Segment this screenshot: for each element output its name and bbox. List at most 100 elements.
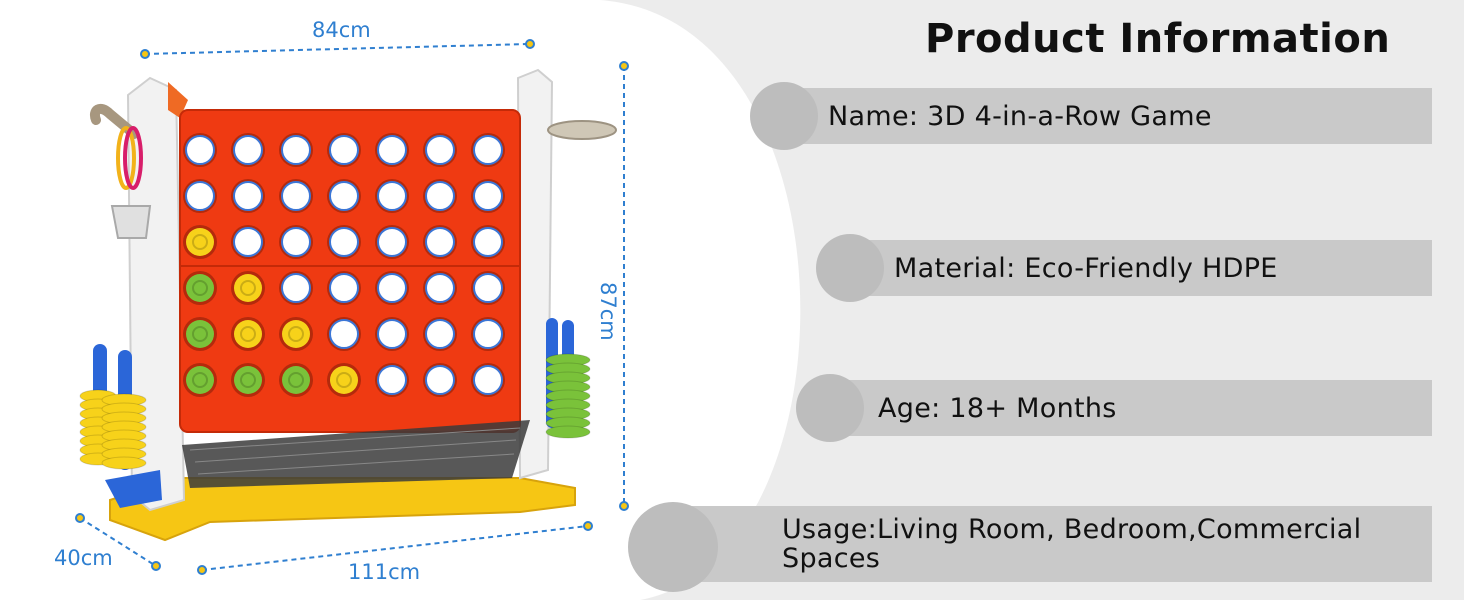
cup-holder	[547, 120, 617, 140]
board-hole	[377, 319, 407, 349]
board-hole	[329, 227, 359, 257]
dimension-endpoint	[197, 565, 207, 575]
board-hole	[473, 319, 503, 349]
board-holes	[183, 133, 505, 397]
dimension-endpoints	[75, 39, 629, 575]
game-token-inner-ring	[192, 280, 208, 296]
info-row-name: Name: 3D 4-in-a-Row Game	[750, 82, 1432, 150]
game-token-inner-ring	[288, 326, 304, 342]
toss-ring	[116, 126, 136, 190]
game-token-yellow	[282, 320, 310, 348]
info-bullet-dot	[796, 374, 864, 442]
right-ring-stack	[545, 353, 591, 439]
game-token-yellow	[330, 366, 358, 394]
game-token-green	[186, 366, 214, 394]
game-token-yellow	[234, 320, 262, 348]
dimension-endpoint	[525, 39, 535, 49]
net-basket-mesh	[189, 427, 521, 475]
stacked-ring	[101, 456, 147, 470]
info-age-text: Age: 18+ Months	[878, 392, 1117, 424]
board-hole	[425, 365, 455, 395]
game-token-yellow	[186, 228, 214, 256]
board-hole	[473, 181, 503, 211]
board-hole	[425, 273, 455, 303]
dimension-lines	[79, 43, 625, 571]
board-hole	[377, 273, 407, 303]
dimension-endpoint	[619, 501, 629, 511]
length-label: 111cm	[348, 560, 421, 584]
game-token-inner-ring	[240, 326, 256, 342]
board-hole	[329, 135, 359, 165]
width-dimension-line	[144, 43, 531, 55]
width-label: 84cm	[312, 18, 371, 42]
info-bar: Name: 3D 4-in-a-Row Game	[784, 88, 1432, 144]
game-token-inner-ring	[336, 372, 352, 388]
dimension-endpoint	[619, 61, 629, 71]
game-token-inner-ring	[192, 372, 208, 388]
game-token-yellow	[234, 274, 262, 302]
depth-label: 40cm	[54, 546, 113, 570]
info-material-text: Material: Eco-Friendly HDPE	[894, 252, 1278, 284]
board-hole	[185, 135, 215, 165]
info-bullet-dot	[816, 234, 884, 302]
board-hole	[281, 273, 311, 303]
info-bar: Material: Eco-Friendly HDPE	[850, 240, 1432, 296]
board-hole	[473, 273, 503, 303]
board-hole	[377, 181, 407, 211]
game-token-green	[186, 320, 214, 348]
game-token-green	[186, 274, 214, 302]
game-token-green	[282, 366, 310, 394]
board-hole	[233, 227, 263, 257]
game-token-inner-ring	[240, 280, 256, 296]
game-token-green	[234, 366, 262, 394]
board-hole	[425, 181, 455, 211]
game-token-inner-ring	[192, 326, 208, 342]
small-basket	[110, 205, 152, 239]
board-hole	[233, 181, 263, 211]
toss-ring	[123, 126, 143, 190]
depth-dimension-line	[79, 517, 157, 567]
left-ring-stack	[79, 389, 147, 470]
info-row-age: Age: 18+ Months	[796, 374, 1432, 442]
page-title: Product Information	[925, 16, 1391, 62]
info-bullet-dot	[628, 502, 718, 592]
board-hole	[281, 227, 311, 257]
info-usage-text: Usage:Living Room, Bedroom,Commercial Sp…	[782, 514, 1362, 574]
info-row-material: Material: Eco-Friendly HDPE	[816, 234, 1432, 302]
board-hole	[329, 319, 359, 349]
board-hole	[473, 365, 503, 395]
info-bullet-dot	[750, 82, 818, 150]
board-hole	[425, 227, 455, 257]
left-peg-base	[105, 470, 162, 508]
dimension-endpoint	[75, 513, 85, 523]
game-token-inner-ring	[288, 372, 304, 388]
info-name-text: Name: 3D 4-in-a-Row Game	[828, 100, 1212, 132]
board-hole	[425, 135, 455, 165]
board-hole	[329, 273, 359, 303]
board-hole	[473, 227, 503, 257]
top-accent	[168, 82, 188, 118]
board-hole	[377, 227, 407, 257]
board-hole	[377, 365, 407, 395]
height-label: 87cm	[596, 282, 620, 341]
board-hole	[281, 181, 311, 211]
board-hole	[473, 135, 503, 165]
game-illustration	[79, 68, 617, 542]
dimension-endpoint	[140, 49, 150, 59]
info-bar: Age: 18+ Months	[830, 380, 1432, 436]
ring-hook	[90, 103, 139, 139]
board-hole	[425, 319, 455, 349]
net-basket	[182, 420, 530, 488]
length-dimension-line	[201, 525, 589, 571]
info-row-usage: Usage:Living Room, Bedroom,Commercial Sp…	[628, 502, 1432, 592]
game-token-inner-ring	[240, 372, 256, 388]
board-hole	[329, 181, 359, 211]
board-hole	[281, 135, 311, 165]
dimension-endpoint	[151, 561, 161, 571]
dimension-endpoint	[583, 521, 593, 531]
board-hole	[185, 181, 215, 211]
board-hole	[233, 135, 263, 165]
stacked-ring	[545, 425, 591, 439]
